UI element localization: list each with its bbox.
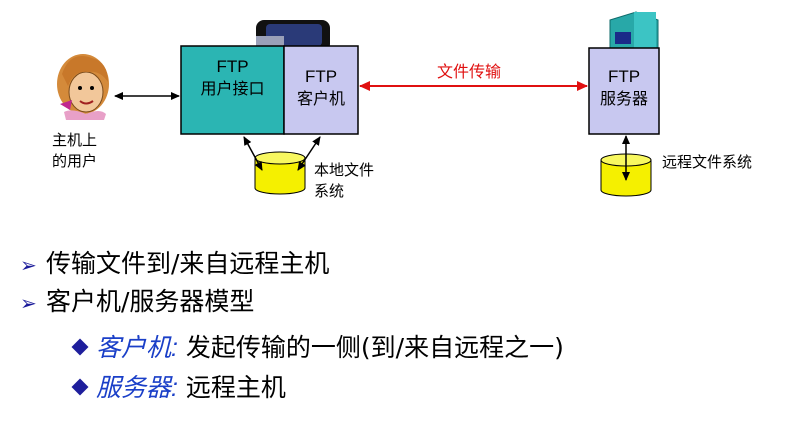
- sub-bullet-term: 客户机:: [96, 334, 178, 362]
- bullet-text: 传输文件到/来自远程主机: [46, 249, 330, 278]
- client-box: [283, 45, 359, 135]
- local-fs-line1: 本地文件: [314, 161, 375, 179]
- sub-bullet-item: 客户机: 发起传输的一侧(到/来自远程之一): [71, 332, 564, 364]
- diamond-bullet-icon: [71, 378, 89, 396]
- sub-bullet-text: 远程主机: [177, 373, 286, 402]
- user-person-icon: [57, 54, 109, 120]
- remote-fs-label: 远程文件系统: [662, 153, 753, 171]
- arrow-bullet-icon: ➢: [20, 253, 37, 277]
- client-line2: 客户机: [296, 89, 345, 108]
- local-fs-line2: 系统: [314, 182, 345, 200]
- bullet-item: ➢ 传输文件到/来自远程主机: [20, 248, 329, 281]
- client-box-label: FTP 客户机: [284, 66, 358, 110]
- user-label: 主机上 的用户: [52, 130, 97, 172]
- arrow-bullet-icon: ➢: [20, 291, 37, 315]
- server-box-label: FTP 服务器: [589, 66, 659, 110]
- user-interface-line2: 用户接口: [200, 79, 265, 98]
- client-line1: FTP: [304, 67, 338, 86]
- sub-bullet-term: 服务器:: [96, 374, 178, 402]
- bullet-item: ➢ 客户机/服务器模型: [20, 286, 254, 319]
- bullet-text: 客户机/服务器模型: [46, 287, 255, 316]
- sub-bullet-text: 发起传输的一侧(到/来自远程之一): [177, 333, 564, 362]
- ftp-diagram: [57, 11, 660, 197]
- local-disk-icon: [254, 151, 306, 195]
- diamond-bullet-icon: [71, 338, 89, 356]
- server-box: [588, 47, 660, 135]
- local-fs-label: 本地文件 系统: [314, 160, 374, 202]
- client-disk-arrow: [297, 136, 321, 171]
- user-interface-line1: FTP: [216, 57, 249, 76]
- server-tower-icon: [609, 11, 659, 49]
- client-host-monitor-icon: [256, 20, 330, 52]
- server-line1: FTP: [607, 67, 641, 86]
- user-interface-box-label: FTP 用户接口: [181, 56, 284, 100]
- sub-bullet-item: 服务器: 远程主机: [71, 372, 286, 404]
- user-label-line1: 主机上: [52, 131, 98, 149]
- server-line2: 服务器: [599, 89, 648, 108]
- user-label-line2: 的用户: [52, 152, 98, 170]
- ui-disk-arrow: [243, 136, 263, 171]
- file-transfer-label: 文件传输: [437, 62, 502, 81]
